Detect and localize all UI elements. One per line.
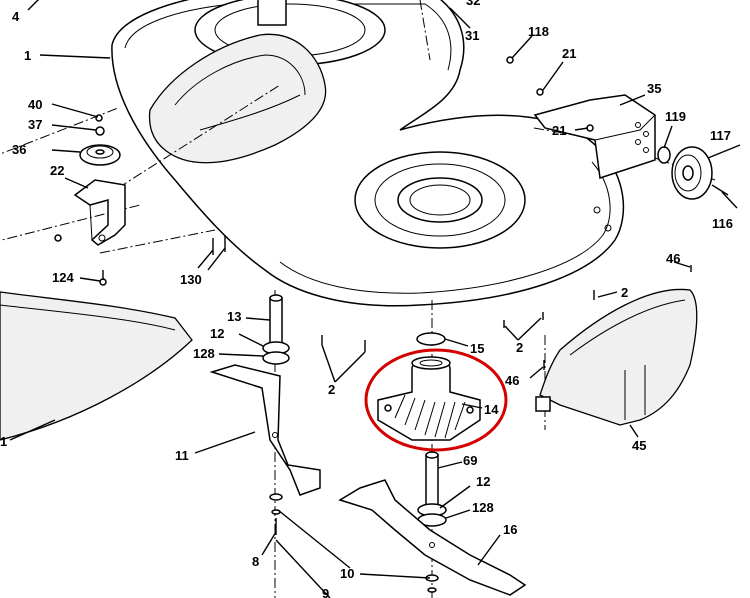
callout-12-left: 12: [210, 326, 224, 341]
callout-21-lower: 21: [552, 123, 566, 138]
part-14-highlight-circle: [364, 348, 508, 452]
callout-117: 117: [710, 128, 731, 143]
callout-9: 9: [322, 586, 329, 598]
callout-2-right: 2: [621, 285, 628, 300]
callout-21-upper: 21: [562, 46, 576, 61]
callout-36: 36: [12, 142, 26, 157]
callout-2-center: 2: [516, 340, 523, 355]
callout-11: 11: [175, 448, 189, 463]
callout-119: 119: [665, 109, 686, 124]
part-22-bracket: [73, 179, 126, 246]
callout-1-top: 1: [24, 48, 31, 63]
part-36-idler-pulley: [79, 114, 121, 166]
callout-35: 35: [647, 81, 661, 96]
callout-124: 124: [52, 270, 74, 285]
callout-14: 14: [484, 402, 499, 417]
callout-45: 45: [632, 438, 646, 453]
callout-116: 116: [712, 216, 733, 231]
part-13-spindle-shaft-left: [262, 294, 290, 365]
callout-2-left: 2: [328, 382, 335, 397]
callout-15: 15: [470, 341, 484, 356]
callout-46-upper: 46: [666, 251, 680, 266]
callout-128-left: 128: [193, 346, 215, 361]
callout-13: 13: [227, 309, 241, 324]
callout-130: 130: [180, 272, 202, 287]
part-11-cutting-blade-left: [209, 364, 321, 496]
callout-46-lower: 46: [505, 373, 519, 388]
part-45-discharge-chute: [535, 288, 698, 426]
callout-31: 31: [465, 28, 479, 43]
callout-labels: 4 32 31 1 118 21 40 37 36 35 119 117 21 …: [0, 0, 733, 598]
callout-4: 4: [12, 9, 20, 24]
callout-1-left: 1: [0, 434, 7, 449]
hardware-bolts-washers: [54, 56, 692, 593]
callout-32: 32: [466, 0, 480, 8]
callout-16: 16: [503, 522, 517, 537]
part-16-cutting-blade-right: [338, 479, 527, 596]
callout-10: 10: [340, 566, 354, 581]
callout-118: 118: [528, 24, 549, 39]
callout-40: 40: [28, 97, 42, 112]
callout-37: 37: [28, 117, 42, 132]
callout-22: 22: [50, 163, 64, 178]
mower-deck-housing: [111, 0, 625, 307]
part-14-spindle-housing: [377, 332, 481, 441]
part-35-bracket: [533, 94, 656, 179]
part-69-spindle-shaft-right: [417, 451, 447, 527]
callout-leader-lines: [9, 0, 741, 598]
part-1-deck-edge-left: [0, 291, 193, 441]
callout-69: 69: [463, 453, 477, 468]
callout-8: 8: [252, 554, 259, 569]
callout-12-right: 12: [476, 474, 490, 489]
callout-128-right: 128: [472, 500, 494, 515]
